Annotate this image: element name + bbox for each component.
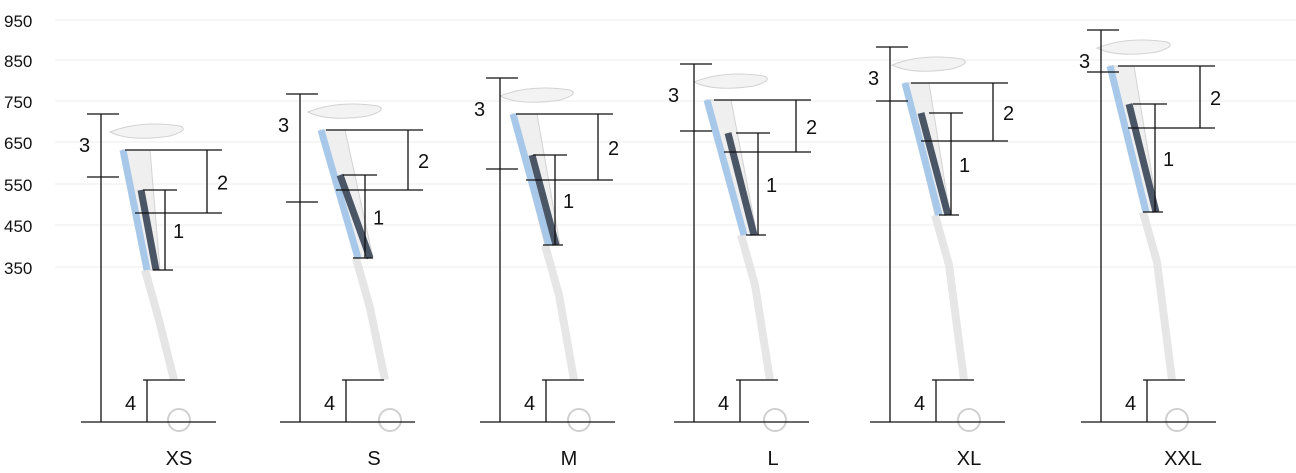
dim1-label-s: 1 (373, 208, 384, 230)
saddle-xl (890, 56, 966, 72)
size-label-m: M (561, 448, 578, 470)
dim1-label-xxl: 1 (1163, 149, 1174, 171)
saddle-s (306, 103, 382, 119)
bottom-bracket-xs (167, 408, 191, 432)
seatpost-exposed-xl (901, 82, 943, 216)
down-tube-xxl (1139, 210, 1176, 381)
frame-xs: 1 2 3 4XS (79, 113, 228, 470)
dim1-label-l: 1 (766, 175, 777, 197)
frame-l: 1 2 3 4L (668, 63, 817, 470)
seatpost-exposed-xs (119, 149, 151, 271)
y-tick-350: 350 (4, 259, 32, 278)
bottom-bracket-xl (957, 408, 981, 432)
seatpost-exposed-l (703, 99, 748, 236)
y-tick-450: 450 (4, 217, 32, 236)
dim1-label-xs: 1 (173, 221, 184, 243)
frame-sketch-xxl (1095, 39, 1189, 432)
dim2-label-xs: 2 (217, 173, 228, 195)
y-axis: 950 850 750 650 550 450 350 (4, 12, 32, 278)
down-tube-l (737, 233, 774, 381)
y-tick-950: 950 (4, 12, 32, 31)
y-tick-750: 750 (4, 93, 32, 112)
size-label-s: S (367, 448, 380, 470)
dim2-label-m: 2 (608, 138, 619, 160)
dim4-label-s: 4 (324, 393, 335, 415)
bottom-bracket-xxl (1165, 408, 1189, 432)
frame-xl: 1 2 3 4XL (868, 46, 1014, 470)
seatpost-inserted-l (724, 132, 758, 236)
down-tube-s (352, 256, 389, 381)
dim4-label-m: 4 (524, 393, 535, 415)
saddle-m (498, 87, 574, 103)
bottom-bracket-s (378, 408, 402, 432)
dim3-label-m: 3 (474, 99, 485, 121)
seatpost-exposed-xxl (1106, 65, 1150, 213)
dim3-label-xxl: 3 (1079, 51, 1090, 73)
dim1-label-xl: 1 (959, 155, 970, 177)
size-label-xxl: XXL (1164, 448, 1202, 470)
seatpost-inserted-xxl (1125, 103, 1160, 213)
y-tick-850: 850 (4, 52, 32, 71)
dim3-label-xs: 3 (79, 135, 90, 157)
y-tick-650: 650 (4, 134, 32, 153)
dim3-label-s: 3 (278, 115, 289, 137)
dim4-label-l: 4 (718, 393, 729, 415)
dim3-label-xl: 3 (868, 68, 879, 90)
down-tube-m (541, 243, 578, 381)
down-tube-xs (141, 268, 178, 381)
size-label-xl: XL (957, 448, 981, 470)
seatpost-exposed-s (317, 129, 362, 259)
frame-s: 1 2 3 4S (278, 93, 429, 470)
frame-m: 1 2 3 4M (474, 77, 619, 470)
dim4-label-xxl: 4 (1125, 393, 1136, 415)
dim4-label-xs: 4 (125, 393, 136, 415)
dim4-label-xl: 4 (914, 393, 925, 415)
down-tube-xl (931, 213, 968, 381)
dim2-label-xl: 2 (1003, 103, 1014, 125)
dim2-label-l: 2 (806, 117, 817, 139)
size-label-l: L (767, 448, 778, 470)
saddle-l (692, 73, 768, 89)
gridlines (55, 19, 1296, 268)
dim1-label-m: 1 (563, 191, 574, 213)
bottom-bracket-m (567, 408, 591, 432)
size-label-xs: XS (166, 448, 193, 470)
saddle-xxl (1095, 39, 1171, 55)
frame-sketch-l (692, 73, 787, 432)
seatpost-inserted-xl (917, 112, 952, 216)
seatpost-inserted-m (528, 154, 560, 246)
dim3-label-l: 3 (668, 85, 679, 107)
y-tick-550: 550 (4, 176, 32, 195)
dim2-label-xxl: 2 (1210, 88, 1221, 110)
frame-sketch-xs (108, 123, 191, 432)
seatpost-inserted-xs (137, 189, 160, 271)
bottom-bracket-l (763, 408, 787, 432)
saddle-xs (108, 123, 184, 139)
dim2-label-s: 2 (418, 151, 429, 173)
